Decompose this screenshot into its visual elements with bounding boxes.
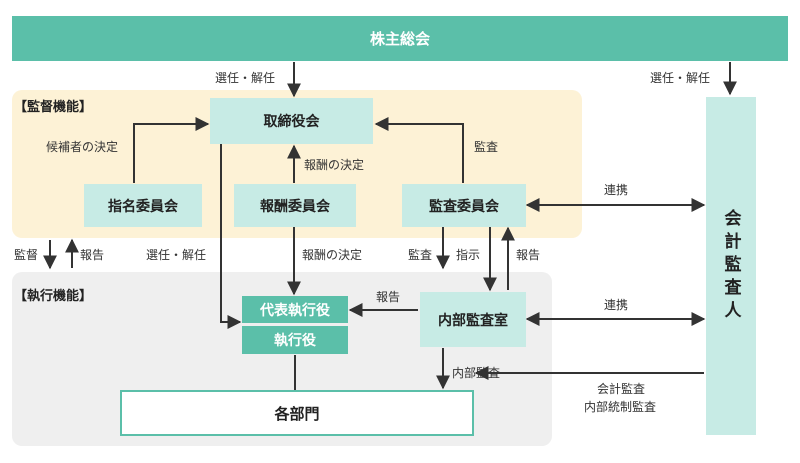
label-coordination-top: 連携 <box>604 183 629 197</box>
label-audit-down: 監査 <box>408 248 433 262</box>
label-supervision: 監督 <box>14 248 39 262</box>
label-compensation-decision-down: 報酬の決定 <box>302 248 363 262</box>
arrow-audit-to-board <box>374 117 464 183</box>
label-compensation-decision-up: 報酬の決定 <box>304 158 365 172</box>
board-of-directors-box: 取締役会 <box>210 98 373 144</box>
audit-committee-box: 監査委員会 <box>402 184 526 227</box>
label-elect-dismiss-auditor: 選任・解任 <box>650 71 711 85</box>
label-elect-dismiss-board: 選任・解任 <box>215 71 276 85</box>
accounting-auditor-label: 会計監査人 <box>720 208 741 324</box>
label-report-up: 報告 <box>80 248 105 262</box>
compensation-committee-box: 報酬委員会 <box>234 184 356 227</box>
label-elect-dismiss-exec: 選任・解任 <box>146 248 207 262</box>
internal-audit-office-box: 内部監査室 <box>420 292 526 347</box>
arrow-nomination-to-board <box>133 117 210 183</box>
label-report-audit: 報告 <box>516 248 541 262</box>
arrow-board-to-executive <box>220 144 242 329</box>
label-accounting-audit: 会計監査 <box>597 382 646 396</box>
executive-officer-box: 執行役 <box>242 326 348 354</box>
label-nominee-decision: 候補者の決定 <box>46 140 119 154</box>
departments-box: 各部門 <box>120 390 474 436</box>
label-report-exec: 報告 <box>376 290 401 304</box>
label-coordination-bottom: 連携 <box>604 298 629 312</box>
label-instruction: 指示 <box>456 248 481 262</box>
accounting-auditor-box: 会計監査人 <box>706 97 756 435</box>
shareholders-meeting-box: 株主総会 <box>12 16 788 61</box>
representative-executive-box: 代表執行役 <box>242 296 348 323</box>
label-internal-audit: 内部監査 <box>452 366 501 380</box>
label-internal-control-audit: 内部統制監査 <box>584 400 657 414</box>
nomination-committee-box: 指名委員会 <box>84 184 202 227</box>
execution-zone-title: 【執行機能】 <box>14 289 93 304</box>
supervision-zone-title: 【監督機能】 <box>14 100 93 115</box>
label-audit-to-board: 監査 <box>474 140 499 154</box>
